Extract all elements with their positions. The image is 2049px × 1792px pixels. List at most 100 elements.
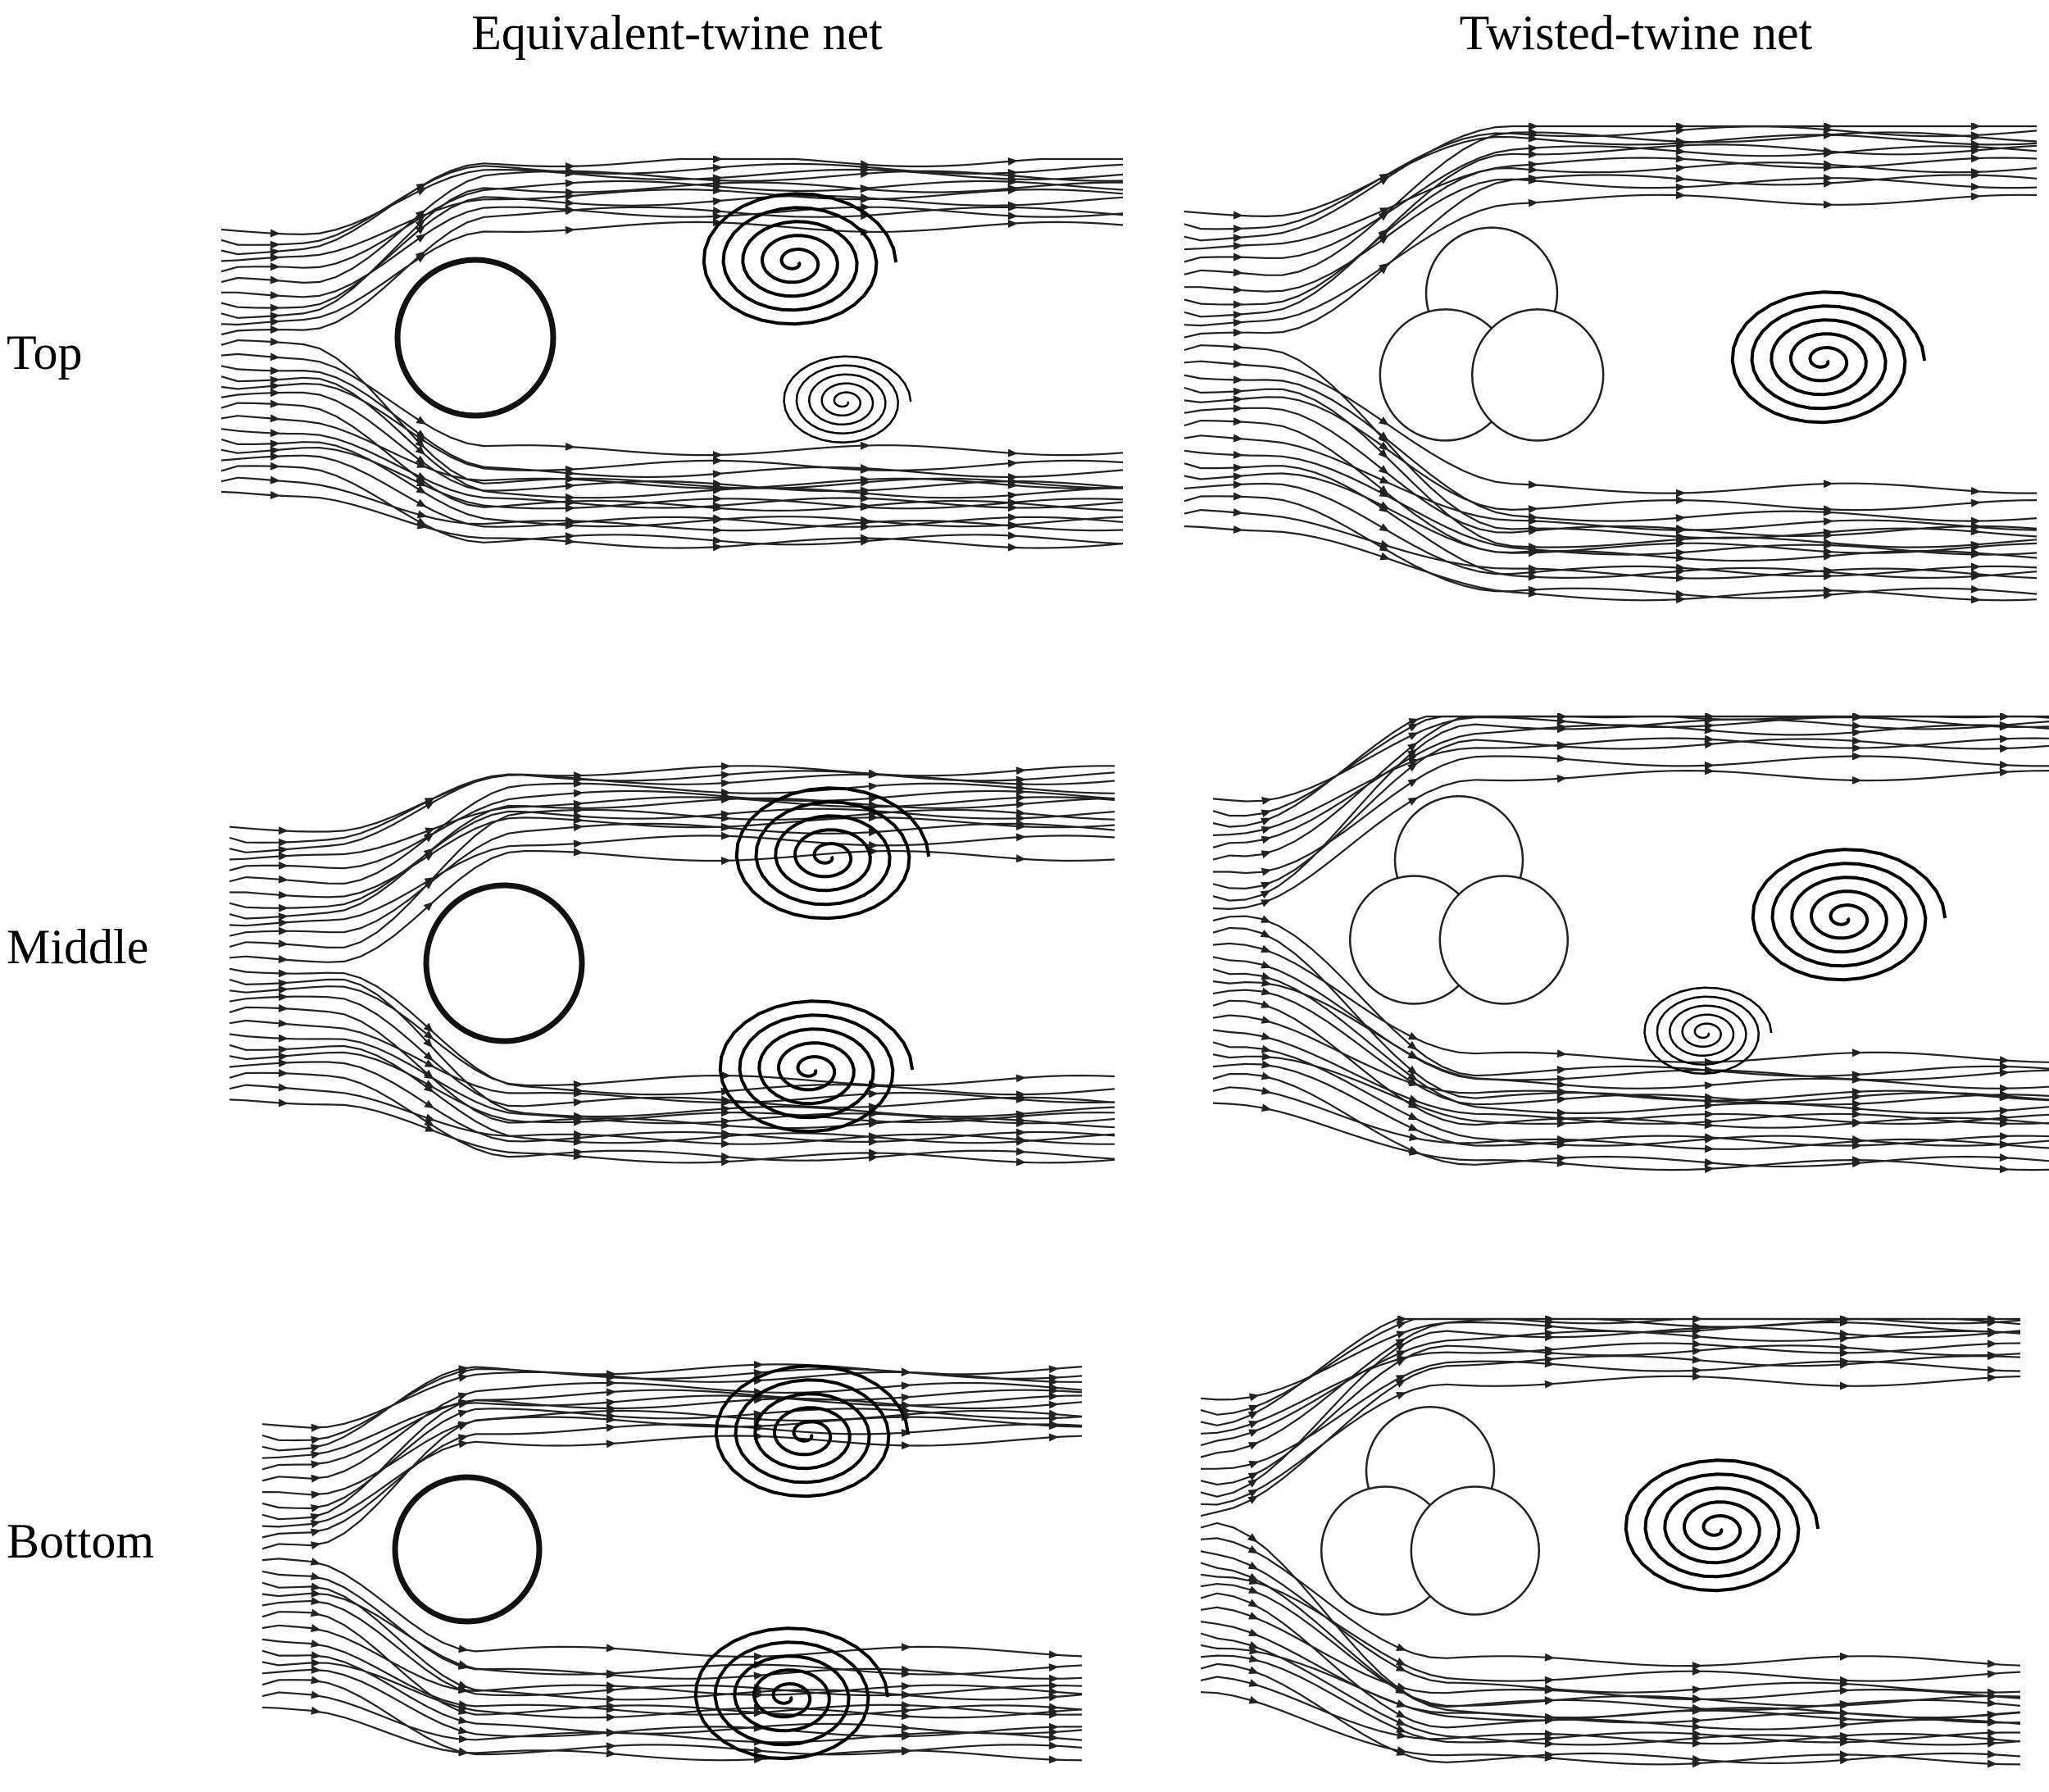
flow-arrow <box>1970 584 1981 594</box>
flow-arrow <box>868 847 879 856</box>
streamline <box>1201 1582 2020 1708</box>
flow-arrow <box>573 839 584 848</box>
flow-arrow <box>1851 1088 1862 1096</box>
flow-arrow <box>1048 1755 1059 1764</box>
flow-arrow <box>311 1474 321 1483</box>
flow-arrow <box>1407 753 1419 762</box>
flow-arrow <box>1015 833 1026 842</box>
flow-arrow <box>1007 521 1018 530</box>
flow-arrow <box>565 465 575 474</box>
flow-arrow <box>1675 589 1686 598</box>
flow-arrow <box>1970 550 1981 559</box>
flow-arrow <box>270 262 280 271</box>
flow-arrow <box>311 1460 321 1469</box>
flow-arrow <box>1379 416 1389 425</box>
panel-twisted-top <box>1184 123 2038 604</box>
streamline <box>1201 1317 2020 1416</box>
flow-arrow <box>1407 1071 1418 1081</box>
flow-arrow <box>425 1113 436 1122</box>
flow-arrow <box>1823 130 1833 139</box>
streamline <box>221 170 1123 284</box>
flow-arrow <box>1048 1420 1059 1429</box>
flow-arrow <box>1970 498 1981 507</box>
flow-arrow <box>1999 1062 2010 1071</box>
flow-arrow <box>1999 1107 2010 1116</box>
flow-arrow <box>868 1089 879 1098</box>
flow-arrow <box>278 1034 288 1043</box>
flow-arrow <box>1823 540 1833 549</box>
flow-arrow <box>1999 1084 2010 1093</box>
flow-arrow <box>868 769 879 778</box>
flow-arrow <box>1261 1044 1272 1053</box>
flow-arrow <box>416 498 427 507</box>
flow-arrow <box>1987 1759 1997 1768</box>
flow-arrow <box>311 1690 321 1699</box>
flow-arrow <box>1676 123 1686 130</box>
flow-arrow <box>1396 1682 1407 1691</box>
flow-arrow <box>1704 735 1715 744</box>
streamline <box>1201 1632 2020 1746</box>
flow-arrow <box>1704 1110 1715 1119</box>
flow-arrow <box>720 779 731 788</box>
flow-arrow <box>1261 987 1272 996</box>
flow-arrow <box>1704 766 1715 775</box>
flow-arrow <box>1704 1165 1715 1174</box>
streamline <box>1184 449 2038 556</box>
flow-arrow <box>860 193 870 202</box>
streamline <box>1213 915 2049 1077</box>
flow-arrow <box>720 823 731 832</box>
streamline <box>1213 737 2049 836</box>
flow-arrow <box>278 1083 288 1092</box>
flow-arrow <box>753 1369 764 1377</box>
streamline <box>229 1019 1115 1103</box>
flow-arrow <box>1261 835 1272 844</box>
flow-arrow <box>1987 1699 1997 1708</box>
flow-arrow <box>1233 242 1243 251</box>
streamline <box>1184 386 2038 548</box>
flow-arrow <box>1261 1000 1272 1008</box>
flow-arrow <box>753 1360 764 1369</box>
streamline <box>1213 715 2049 861</box>
flow-arrow <box>423 1051 434 1062</box>
flow-arrow <box>573 848 584 857</box>
flow-arrow <box>1987 1659 1997 1668</box>
flow-arrow <box>416 433 427 443</box>
flow-arrow <box>1528 548 1538 557</box>
flow-arrow <box>1249 1646 1260 1655</box>
streamline <box>221 402 1123 512</box>
flow-arrow <box>1261 1032 1272 1040</box>
flow-arrow <box>606 1407 616 1416</box>
flow-arrow <box>1395 1663 1406 1671</box>
flow-arrow <box>1839 1652 1850 1661</box>
flow-arrow <box>457 1703 469 1712</box>
flow-arrow <box>311 1658 321 1667</box>
flow-arrow <box>1233 492 1243 501</box>
flow-arrow <box>1970 182 1981 191</box>
flow-arrow <box>270 475 280 484</box>
flow-arrow <box>1233 404 1243 413</box>
streamline <box>1201 1375 2020 1506</box>
flow-arrow <box>1823 160 1833 169</box>
flow-arrow <box>270 439 280 448</box>
flow-arrow <box>458 1644 469 1653</box>
flow-arrow <box>860 211 870 221</box>
streamline <box>1184 193 2038 327</box>
flow-arrow <box>565 504 575 512</box>
flow-arrow <box>1007 184 1018 193</box>
streamline <box>1213 942 2049 1063</box>
flow-arrow <box>270 325 280 334</box>
flow-arrow <box>416 478 427 487</box>
flow-arrow <box>1692 1729 1702 1738</box>
flow-arrow <box>1970 595 1981 604</box>
flow-arrow <box>1248 1695 1260 1704</box>
flow-arrow <box>606 1644 616 1653</box>
streamline <box>221 365 1123 479</box>
flow-arrow <box>1396 1643 1407 1651</box>
flow-arrow <box>1544 1716 1555 1725</box>
flow-arrow <box>270 375 280 384</box>
streamline <box>1184 174 2038 339</box>
flow-arrow <box>1987 1366 1997 1375</box>
flow-arrow <box>1048 1400 1059 1409</box>
flow-arrow <box>1007 202 1018 211</box>
flow-arrow <box>1675 514 1686 523</box>
